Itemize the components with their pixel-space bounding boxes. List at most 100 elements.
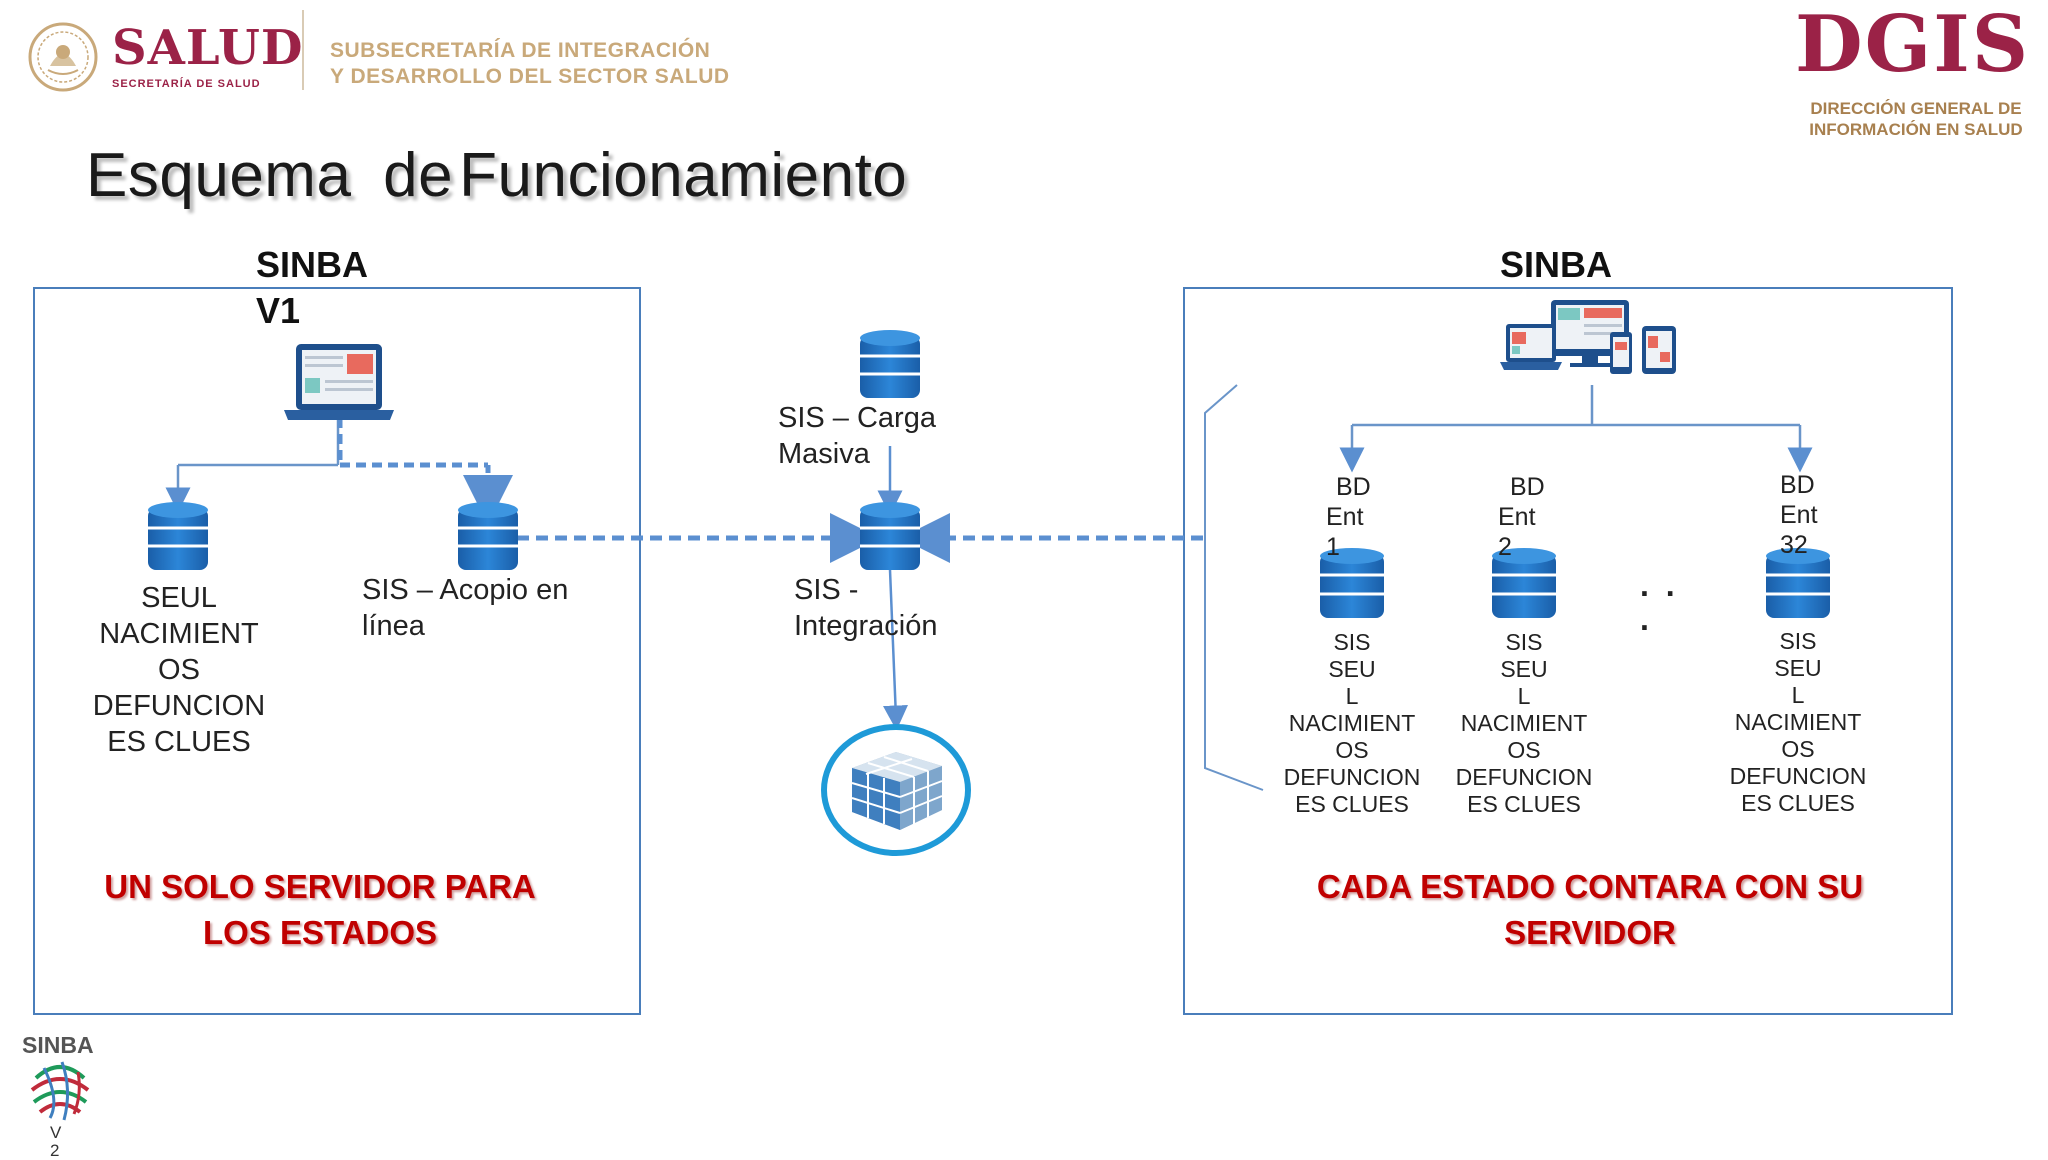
title-part-1: Esquema: [86, 141, 352, 210]
bd-ent-32-label: BD Ent 32: [1780, 470, 1818, 560]
left-note-line-1: UN SOLO SERVIDOR PARA: [104, 868, 536, 905]
seul-label-line: SEUL: [141, 582, 217, 614]
state-32-line: NACIMIENT: [1734, 709, 1862, 735]
state-2-line: ES CLUES: [1467, 791, 1581, 817]
ent-label: Ent: [1498, 503, 1536, 531]
subsecretaria-label: SUBSECRETARÍA DE INTEGRACIÓN Y DESARROLL…: [330, 38, 730, 90]
footer-version-line-2: 2: [50, 1141, 60, 1160]
bd-label: BD: [1510, 473, 1545, 501]
laptop-icon: [284, 344, 394, 420]
acopio-label-line-1: SIS – Acopio en: [362, 574, 569, 606]
state-1-line: ES CLUES: [1295, 791, 1409, 817]
acopio-label-line-2: línea: [362, 610, 425, 642]
dgis-logo: DGIS: [1795, 0, 2031, 90]
left-panel-header: SINBA V1: [256, 242, 368, 334]
state-2-line: SEU: [1500, 656, 1548, 682]
seul-label-line: NACIMIENT: [99, 618, 259, 650]
left-note-line-2: LOS ESTADOS: [202, 914, 438, 951]
seul-db-label: SEUL NACIMIENT OS DEFUNCION ES CLUES: [76, 580, 282, 760]
state-2-line: NACIMIENT: [1460, 710, 1588, 736]
integracion-label-line-1: SIS -: [794, 574, 859, 606]
header-divider: [302, 10, 304, 90]
acopio-db-label: SIS – Acopio en línea: [362, 572, 568, 644]
subsecretaria-line-1: SUBSECRETARÍA DE INTEGRACIÓN: [330, 39, 711, 62]
dgis-line-1: DIRECCIÓN GENERAL DE: [1810, 99, 2022, 118]
state-32-line: DEFUNCION: [1729, 763, 1867, 789]
state-1-line: SIS: [1333, 629, 1371, 655]
state-2-line: DEFUNCION: [1455, 764, 1593, 790]
db-integracion-icon: [860, 502, 920, 570]
state-1-line: DEFUNCION: [1283, 764, 1421, 790]
state-32-line: SEU: [1774, 655, 1822, 681]
db-ent-2-icon: [1492, 548, 1556, 618]
sinba-footer-version: V 2: [50, 1124, 61, 1160]
national-seal-icon: [28, 22, 98, 92]
right-note-line-2: SERVIDOR: [1504, 914, 1676, 951]
integracion-to-cube-arrow: [883, 569, 908, 731]
right-panel-box: [1183, 287, 1953, 1015]
bd-label: BD: [1780, 471, 1815, 499]
left-header-line-2: V1: [256, 290, 301, 331]
state-1-line: SEU: [1328, 656, 1376, 682]
title-part-2: de: [383, 141, 454, 210]
salud-wordmark: SALUD: [112, 20, 304, 76]
db-seul-icon: [148, 502, 208, 570]
db-ent-32-icon: [1766, 548, 1830, 618]
seul-label-line: ES CLUES: [107, 726, 251, 758]
page-title: Esquema deFuncionamiento: [86, 140, 907, 211]
salud-subtitle: SECRETARÍA DE SALUD: [112, 78, 261, 90]
integracion-label-line-2: Integración: [794, 610, 938, 642]
ent-label: Ent: [1780, 501, 1818, 529]
seul-label-line: DEFUNCION: [92, 690, 266, 722]
db-ent-1-icon: [1320, 548, 1384, 618]
ent-number: 32: [1780, 531, 1808, 559]
right-panel-note: CADA ESTADO CONTARA CON SU SERVIDOR: [1260, 864, 1920, 956]
olap-cube-icon: [821, 724, 971, 856]
left-header-line-1: SINBA: [256, 244, 369, 285]
state-2-line: OS: [1507, 737, 1541, 763]
devices-icon: [1500, 300, 1676, 374]
sinba-footer-logo-text: SINBA: [22, 1032, 94, 1058]
bd-ent-2-label: BD Ent 2: [1498, 472, 1545, 562]
carga-masiva-label: SIS – Carga Masiva: [778, 400, 936, 472]
state-32-line: OS: [1781, 736, 1815, 762]
carga-label-line-1: SIS – Carga: [778, 402, 936, 434]
right-note-line-1: CADA ESTADO CONTARA CON SU: [1316, 868, 1864, 905]
right-panel-header: SINBA: [1500, 244, 1613, 285]
state-1-line: OS: [1335, 737, 1369, 763]
state-2-line: L: [1517, 683, 1531, 709]
more-states-ellipsis: . . .: [1640, 568, 1679, 636]
left-panel-note: UN SOLO SERVIDOR PARA LOS ESTADOS: [60, 864, 580, 956]
state-1-line: NACIMIENT: [1288, 710, 1416, 736]
left-panel-box: [33, 287, 641, 1015]
state-2-line: SIS: [1505, 629, 1543, 655]
sinba-globe-icon: [30, 1060, 90, 1121]
state-2-db-contents: SIS SEU L NACIMIENT OS DEFUNCION ES CLUE…: [1444, 629, 1604, 818]
state-32-db-contents: SIS SEU L NACIMIENT OS DEFUNCION ES CLUE…: [1718, 628, 1878, 817]
state-32-line: SIS: [1779, 628, 1817, 654]
state-1-db-contents: SIS SEU L NACIMIENT OS DEFUNCION ES CLUE…: [1272, 629, 1432, 818]
ent-number: 1: [1326, 533, 1340, 561]
ent-label: Ent: [1326, 503, 1364, 531]
state-32-line: ES CLUES: [1741, 790, 1855, 816]
db-acopio-icon: [458, 502, 518, 570]
right-tree-connector: [1339, 385, 1813, 473]
db-carga-masiva-icon: [860, 330, 920, 398]
integracion-label: SIS - Integración: [794, 572, 938, 644]
footer-version-line-1: V: [50, 1123, 62, 1142]
left-dashed-connector: [337, 418, 513, 525]
title-part-3: Funcionamiento: [459, 141, 908, 210]
dgis-line-2: INFORMACIÓN EN SALUD: [1809, 120, 2023, 139]
ellipsis-line-2: .: [1640, 601, 1653, 637]
salud-logo: SALUD SECRETARÍA DE SALUD: [28, 22, 304, 92]
left-solid-connector: [165, 418, 340, 513]
ellipsis-line-1: . .: [1640, 567, 1679, 603]
state-32-line: L: [1791, 682, 1805, 708]
bd-ent-1-label: BD Ent 1: [1326, 472, 1371, 562]
right-bracket: [1204, 384, 1264, 791]
carga-label-line-2: Masiva: [778, 438, 870, 470]
state-1-line: L: [1345, 683, 1359, 709]
subsecretaria-line-2: Y DESARROLLO DEL SECTOR SALUD: [330, 65, 730, 88]
ent-number: 2: [1498, 533, 1512, 561]
